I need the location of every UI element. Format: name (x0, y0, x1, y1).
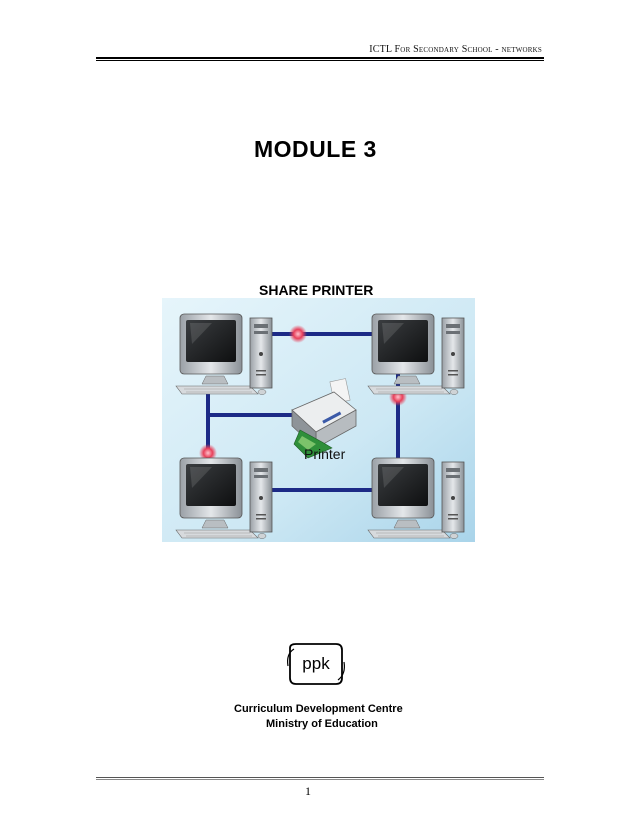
ppk-logo: ppk (284, 640, 348, 688)
running-header: ICTL For Secondary School - networks (369, 44, 542, 55)
printer-label: Printer (304, 446, 346, 462)
footer-rule (96, 777, 544, 780)
ministry-name: Ministry of Education (266, 718, 378, 730)
svg-text:ppk: ppk (302, 654, 330, 673)
network-diagram: Printer (162, 298, 475, 542)
organization-name: Curriculum Development Centre (234, 703, 403, 715)
printer-icon (291, 378, 357, 459)
figure-heading: SHARE PRINTER (259, 282, 374, 298)
module-title: MODULE 3 (254, 136, 377, 162)
header-rule (96, 57, 544, 61)
page-number: 1 (305, 784, 311, 798)
